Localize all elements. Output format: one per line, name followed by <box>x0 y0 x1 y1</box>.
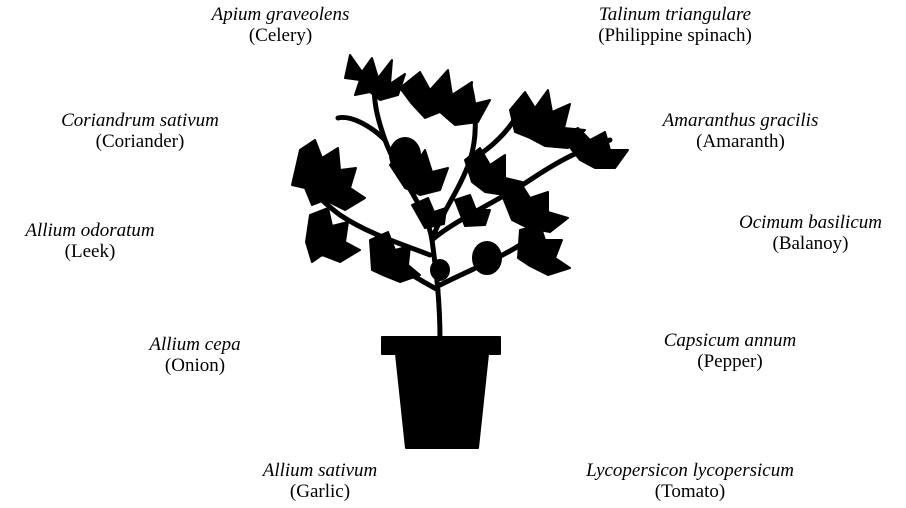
label-leek: Allium odoratum (Leek) <box>5 220 175 263</box>
garlic-common-name: (Garlic) <box>240 481 400 502</box>
celery-scientific-name: Apium graveolens <box>198 4 363 25</box>
amaranth-scientific-name: Amaranthus gracilis <box>638 110 843 131</box>
tomato-plant-icon <box>292 55 628 448</box>
philippine-spinach-common-name: (Philippine spinach) <box>570 25 780 46</box>
coriander-common-name: (Coriander) <box>40 131 240 152</box>
celery-common-name: (Celery) <box>198 25 363 46</box>
label-coriander: Coriandrum sativum (Coriander) <box>40 110 240 153</box>
label-philippine-spinach: Talinum triangulare (Philippine spinach) <box>570 4 780 47</box>
label-celery: Apium graveolens (Celery) <box>198 4 363 47</box>
amaranth-common-name: (Amaranth) <box>638 131 843 152</box>
label-amaranth: Amaranthus gracilis (Amaranth) <box>638 110 843 153</box>
pepper-scientific-name: Capsicum annum <box>640 330 820 351</box>
balanoy-common-name: (Balanoy) <box>718 233 903 254</box>
balanoy-scientific-name: Ocimum basilicum <box>718 212 903 233</box>
tomato-scientific-name: Lycopersicon lycopersicum <box>570 460 810 481</box>
philippine-spinach-scientific-name: Talinum triangulare <box>570 4 780 25</box>
leek-common-name: (Leek) <box>5 241 175 262</box>
onion-scientific-name: Allium cepa <box>120 334 270 355</box>
tomato-common-name: (Tomato) <box>570 481 810 502</box>
garlic-scientific-name: Allium sativum <box>240 460 400 481</box>
label-garlic: Allium sativum (Garlic) <box>240 460 400 503</box>
label-tomato: Lycopersicon lycopersicum (Tomato) <box>570 460 810 503</box>
pepper-common-name: (Pepper) <box>640 351 820 372</box>
leek-scientific-name: Allium odoratum <box>5 220 175 241</box>
label-onion: Allium cepa (Onion) <box>120 334 270 377</box>
coriander-scientific-name: Coriandrum sativum <box>40 110 240 131</box>
label-pepper: Capsicum annum (Pepper) <box>640 330 820 373</box>
onion-common-name: (Onion) <box>120 355 270 376</box>
label-balanoy: Ocimum basilicum (Balanoy) <box>718 212 903 255</box>
